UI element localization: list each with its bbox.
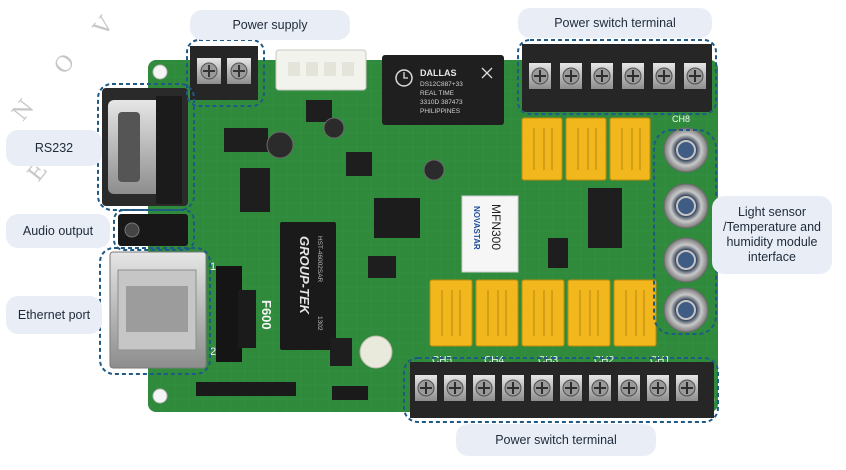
relay [475, 279, 519, 347]
power-switch-terminal-bottom [410, 362, 714, 418]
relay-marking [621, 128, 641, 170]
bottom-terminal-screw-slot [507, 382, 519, 394]
relay-marking [579, 290, 599, 336]
relay-marking [625, 290, 645, 336]
label-rs232: RS232 [6, 130, 102, 166]
dallas-text-3: REAL TIME [420, 90, 455, 97]
ch8-label: CH8 [672, 114, 690, 124]
audio-jack [118, 214, 188, 246]
relay [613, 279, 657, 347]
relay-marking [441, 290, 461, 336]
label-light-sensor: Light sensor /Temperature and humidity m… [712, 196, 832, 274]
outline-power-supply [186, 39, 265, 107]
sensor-connector-core [676, 300, 696, 320]
grouptek-label: GROUP-TEK [297, 236, 312, 316]
bottom-terminal-screw-slot [623, 382, 635, 394]
label-ethernet-port: Ethernet port [6, 296, 102, 334]
sensor-interfaces [663, 127, 709, 333]
bottom-terminal-screw-slot [681, 382, 693, 394]
pin-header: 1 2 F600 [210, 261, 274, 362]
rs232-connector [102, 88, 188, 206]
sensor-connector-core [676, 196, 696, 216]
relay-marking [577, 128, 597, 170]
relay-marking [533, 128, 553, 170]
relay [609, 117, 651, 181]
relay [521, 117, 563, 181]
light-sensor-line-2: /Temperature and [723, 220, 821, 234]
bottom-terminal-screw-slot [536, 382, 548, 394]
dallas-text-1: DALLAS [420, 68, 457, 78]
pin2-label: 2 [210, 346, 216, 358]
outline-power-switch-top [517, 39, 717, 115]
ch2-label: CH2 [594, 355, 614, 366]
outline-power-switch-bottom [403, 357, 719, 423]
ch4-label: CH4 [484, 355, 504, 366]
f600-label: F600 [259, 300, 274, 330]
label-power-switch-bottom: Power switch terminal [456, 424, 656, 456]
relay [429, 279, 473, 347]
sensor-connector-core [676, 140, 696, 160]
novastar-brand: NOVASTAR [472, 206, 481, 250]
ch3-label: CH3 [538, 355, 558, 366]
top-terminal-screw-slot [658, 70, 670, 82]
grouptek-part: HST-46002SAR [316, 236, 323, 283]
bottom-terminal-screw-slot [652, 382, 664, 394]
top-terminal-screw-slot [627, 70, 639, 82]
novastar-module: NOVASTAR MFN300 [461, 195, 519, 273]
dallas-text-2: DS12C887+33 [420, 81, 463, 88]
silkscreen-labels: CH5 CH4 CH3 CH2 CH1 CH8 [432, 114, 690, 366]
top-terminal-screw-slot [596, 70, 608, 82]
top-terminal-screw-slot [689, 70, 701, 82]
relay [565, 117, 607, 181]
relay [567, 279, 611, 347]
relay-marking [533, 290, 553, 336]
top-terminal-screw-slot [565, 70, 577, 82]
label-audio-output: Audio output [6, 214, 110, 248]
label-power-switch-top: Power switch terminal [518, 8, 712, 38]
bottom-terminal-screw-slot [420, 382, 432, 394]
white-power-connector [275, 49, 367, 91]
bottom-terminal-screw-slot [478, 382, 490, 394]
callout-outlines [97, 39, 719, 423]
top-terminal-screw-slot [534, 70, 546, 82]
bottom-terminal-screw-slot [565, 382, 577, 394]
sensor-connector-core [676, 250, 696, 270]
light-sensor-line-3: humidity module [726, 235, 818, 249]
relay-marking [487, 290, 507, 336]
light-sensor-line-4: interface [748, 250, 796, 264]
bottom-terminal-screw-slot [594, 382, 606, 394]
relay [521, 279, 565, 347]
ch5-label: CH5 [432, 355, 452, 366]
grouptek-transformer: GROUP-TEK HST-46002SAR 1302 [280, 222, 336, 350]
bottom-terminal-screw-slot [449, 382, 461, 394]
ethernet-port [109, 251, 207, 369]
grouptek-num: 1302 [316, 316, 323, 331]
power-switch-terminal-top [522, 44, 712, 112]
dallas-text-5: PHILIPPINES [420, 108, 461, 115]
pin1-label: 1 [210, 261, 216, 273]
outline-audio [113, 209, 195, 251]
outline-light-sensor [653, 129, 717, 335]
integrated-circuits [196, 100, 622, 400]
relays [429, 117, 657, 347]
dallas-rtc-chip: DALLAS DS12C887+33 REAL TIME 3310D 38747… [382, 55, 504, 125]
power-supply-terminal [190, 46, 258, 100]
ch1-label: CH1 [650, 355, 670, 366]
dallas-text-4: 3310D 387473 [420, 99, 463, 106]
label-power-supply: Power supply [190, 10, 350, 40]
light-sensor-line-1: Light sensor [737, 205, 807, 219]
novastar-model: MFN300 [489, 204, 503, 250]
